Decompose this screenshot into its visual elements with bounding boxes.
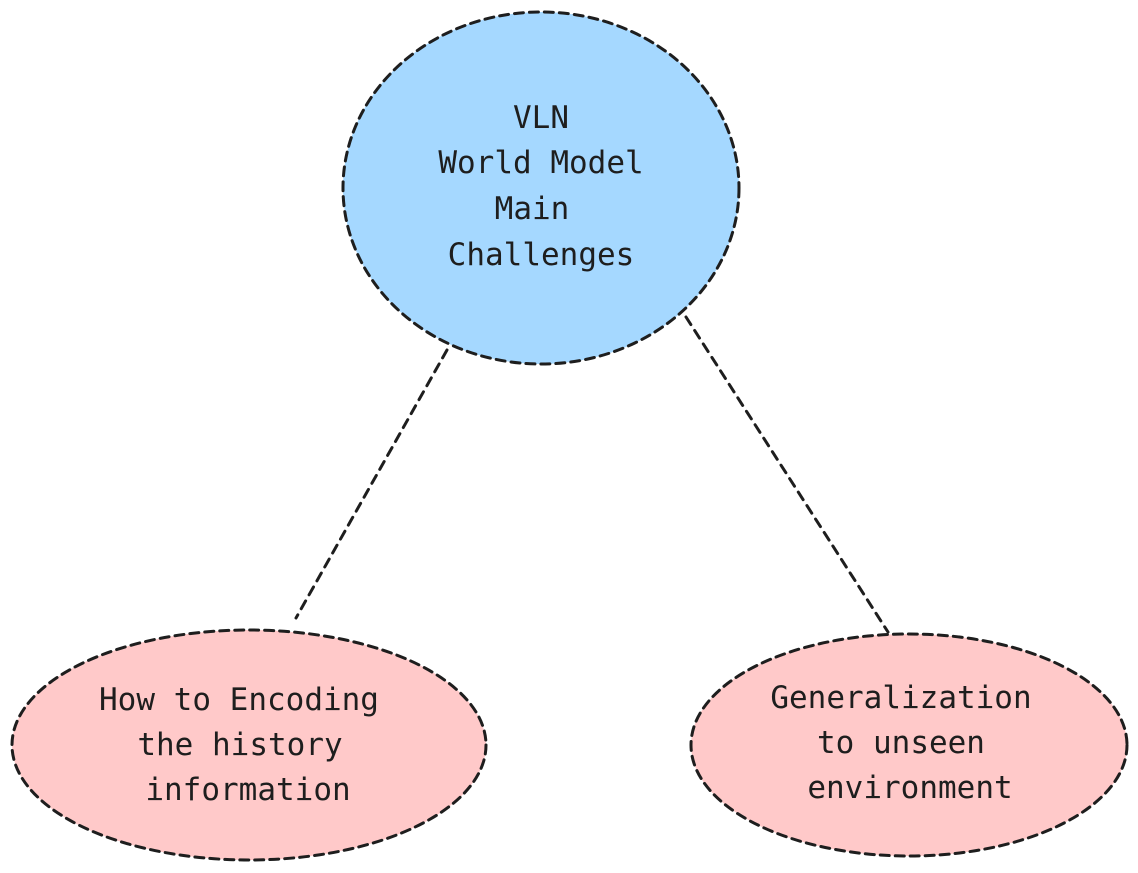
- right-node-line-3: environment: [807, 770, 1012, 806]
- right-node-line-2: to unseen: [817, 725, 985, 761]
- center-node-line-2: World Model: [438, 145, 643, 181]
- connector-center-to-right: [684, 315, 890, 634]
- center-node-outline: [341, 10, 741, 366]
- left-node-line-2: the history: [137, 727, 342, 763]
- connector-center-to-left: [294, 348, 449, 620]
- right-node-shape: [691, 634, 1127, 856]
- left-node-line-1: How to Encoding: [99, 682, 379, 718]
- right-node[interactable]: Generalization to unseen environment: [689, 632, 1129, 858]
- center-node-line-1: VLN: [513, 100, 569, 136]
- center-node-line-3: Main: [495, 191, 570, 227]
- left-node-line-3: information: [145, 772, 350, 808]
- right-node-line-1: Generalization: [770, 680, 1031, 716]
- right-node-outline: [689, 632, 1129, 858]
- center-node-line-4: Challenges: [448, 237, 635, 273]
- left-node[interactable]: How to Encoding the history information: [10, 628, 488, 862]
- left-node-shape: [12, 630, 486, 860]
- left-node-outline: [10, 628, 488, 862]
- center-node[interactable]: VLN World Model Main Challenges: [341, 10, 741, 366]
- center-node-shape: [343, 12, 739, 364]
